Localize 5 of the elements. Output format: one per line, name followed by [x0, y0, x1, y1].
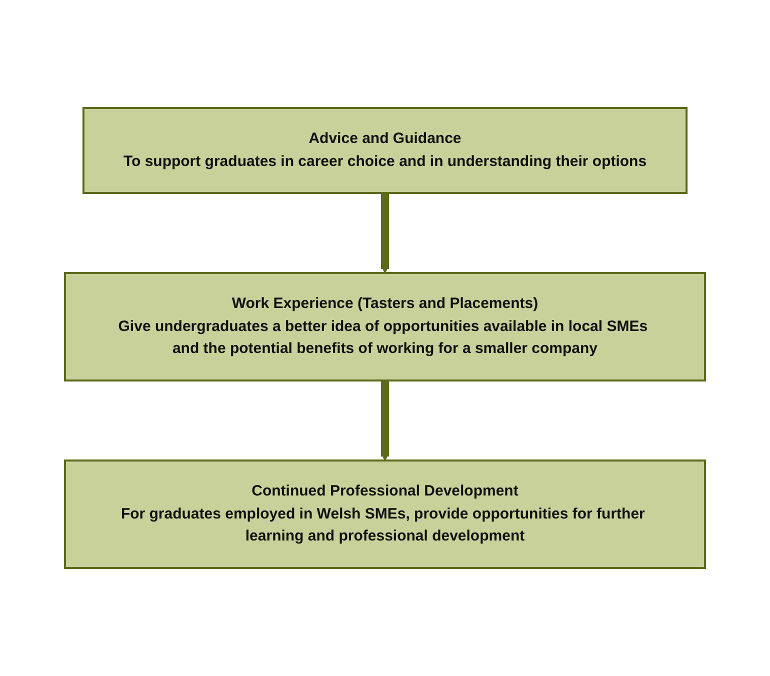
- node-box: Continued Professional Development For graduates employed in Welsh SMEs, provide opportunities for further learning and professional development: [64, 460, 706, 569]
- node-box: Advice and Guidance To support graduates in career choice and in understanding their options: [82, 107, 688, 194]
- arrow: [380, 193, 390, 274]
- arrow: [380, 380, 390, 461]
- node-box: Work Experience (Tasters and Placements) Give undergraduates a better idea of opportunities available in local SMEs and the potential benefits of working for a smaller company: [64, 272, 706, 382]
